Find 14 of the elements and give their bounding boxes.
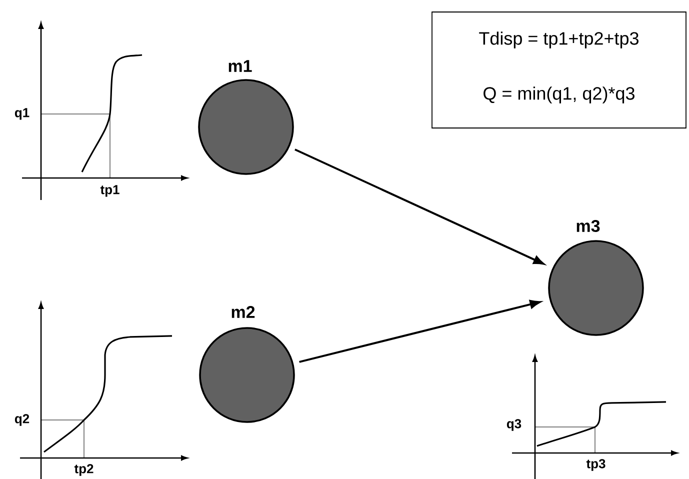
axis-label: tp1 (100, 185, 120, 197)
formula-box: Tdisp = tp1+tp2+tp3 Q = min(q1, q2)*q3 (432, 12, 686, 128)
axis-label: q1 (14, 108, 30, 120)
axis-label: tp3 (586, 459, 606, 471)
axis-label: q3 (506, 419, 522, 431)
sphere-node: m3 (548, 220, 644, 336)
arrow (294, 148, 544, 265)
sphere-node: m2 (199, 306, 295, 423)
node-label: m2 (232, 306, 255, 318)
node-label: m1 (228, 60, 252, 72)
axis-label: tp2 (74, 464, 94, 476)
node-label: m3 (576, 220, 600, 232)
axis-label: q2 (14, 414, 30, 426)
sphere-node: m1 (198, 60, 294, 175)
